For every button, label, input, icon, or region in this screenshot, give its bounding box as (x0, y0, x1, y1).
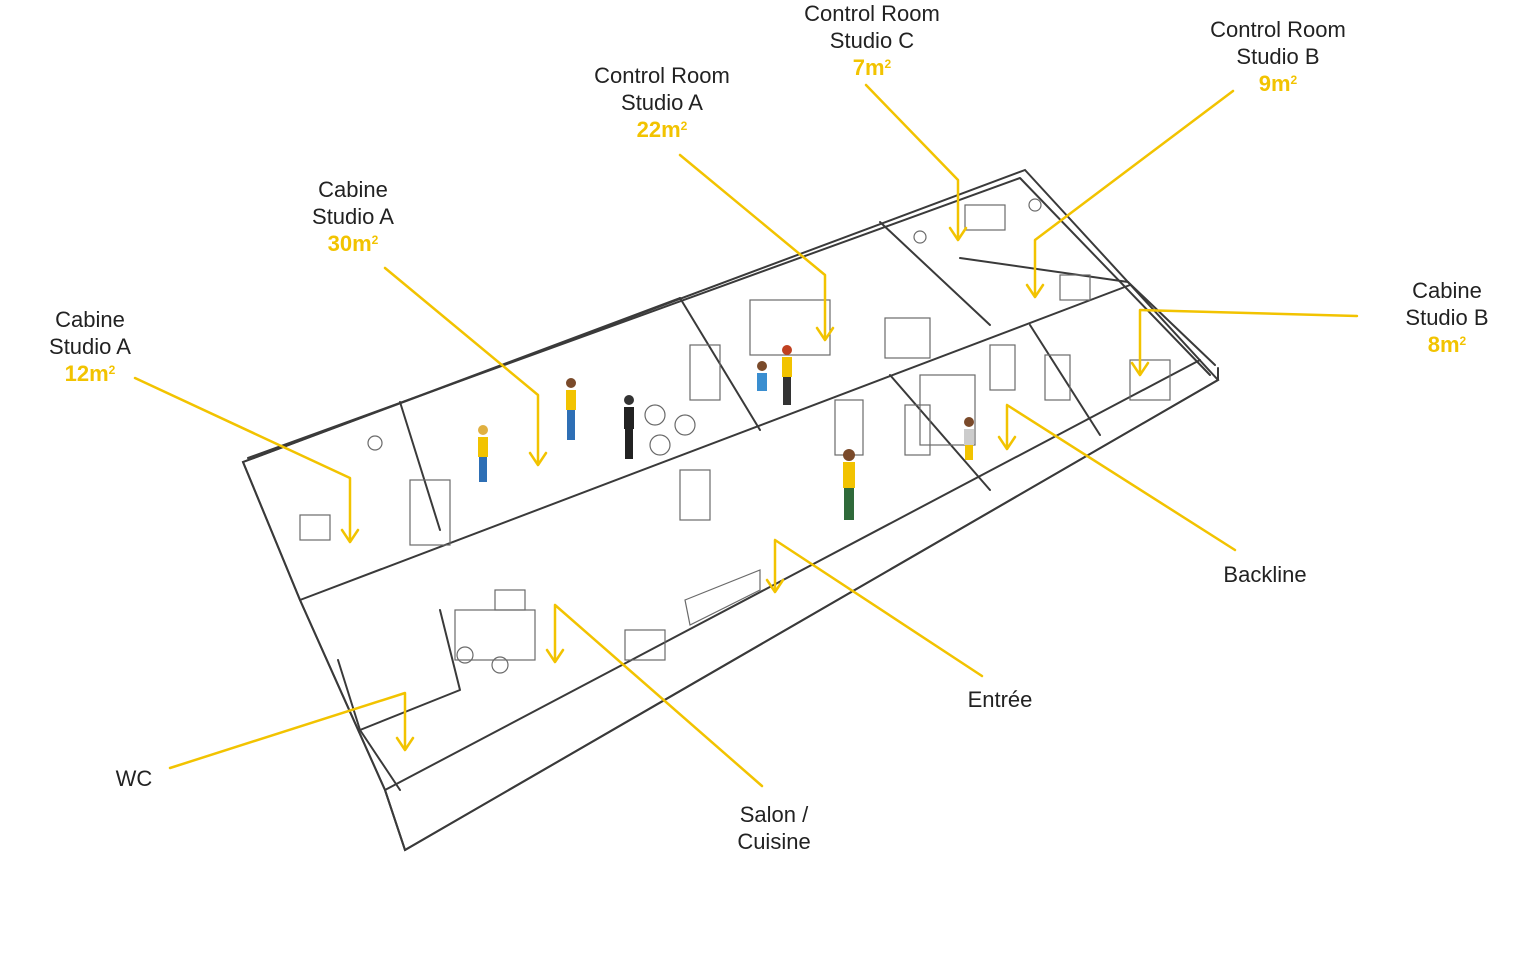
label-area: 30m2 (327, 231, 379, 256)
label-line1: Control Room (804, 1, 940, 26)
label-line1: WC (115, 766, 153, 791)
label-backline: Backline (1210, 561, 1320, 588)
person-figure (624, 395, 634, 459)
label-area: 7m2 (852, 55, 892, 80)
leader-entree (765, 538, 984, 678)
label-cabine-studio-a-big: Cabine Studio A 30m2 (303, 176, 403, 257)
label-line2: Studio B (1405, 305, 1489, 330)
leader-control-c (864, 83, 968, 242)
label-line2: Cuisine (737, 829, 811, 854)
leader-control-b (1025, 89, 1235, 299)
person-figure (964, 417, 974, 460)
label-line1: Entrée (967, 687, 1033, 712)
leader-lines (133, 83, 1359, 788)
label-line1: Control Room (594, 63, 730, 88)
person-figure (566, 378, 576, 440)
label-area: 9m2 (1258, 71, 1298, 96)
people (478, 345, 974, 520)
label-line2: Studio C (829, 28, 915, 53)
label-line1: Cabine (55, 307, 125, 332)
label-line1: Backline (1223, 562, 1307, 587)
interior-walls (242, 221, 1216, 791)
label-salon-cuisine: Salon / Cuisine (724, 801, 824, 855)
leader-control-a (678, 153, 835, 342)
label-line1: Cabine (1412, 278, 1482, 303)
label-area: 12m2 (64, 361, 116, 386)
leader-salon (545, 603, 764, 788)
label-control-room-studio-b: Control Room Studio B 9m2 (1198, 16, 1358, 97)
leader-cabine-b (1130, 308, 1359, 377)
person-figure (843, 449, 855, 520)
leader-backline (997, 403, 1237, 552)
label-area: 22m2 (636, 117, 688, 142)
label-control-room-studio-a: Control Room Studio A 22m2 (582, 62, 742, 143)
label-cabine-studio-b: Cabine Studio B 8m2 (1397, 277, 1497, 358)
label-line2: Studio A (49, 334, 131, 359)
label-line1: Cabine (318, 177, 388, 202)
label-wc: WC (104, 765, 164, 792)
label-line1: Salon / (739, 802, 809, 827)
person-figure (757, 361, 767, 391)
label-entree: Entrée (950, 686, 1050, 713)
label-cabine-studio-a-small: Cabine Studio A 12m2 (40, 306, 140, 387)
person-figure (782, 345, 792, 405)
label-line2: Studio A (312, 204, 394, 229)
label-line1: Control Room (1210, 17, 1346, 42)
label-control-room-studio-c: Control Room Studio C 7m2 (792, 0, 952, 81)
leader-cabine-a-big (383, 266, 548, 467)
label-line2: Studio A (621, 90, 703, 115)
leader-wc (168, 691, 415, 770)
furniture-sketches (299, 198, 1171, 674)
leader-cabine-a-small (133, 376, 360, 544)
label-area: 8m2 (1427, 332, 1467, 357)
building-outline (241, 168, 1220, 852)
label-line2: Studio B (1236, 44, 1320, 69)
person-figure (478, 425, 488, 482)
